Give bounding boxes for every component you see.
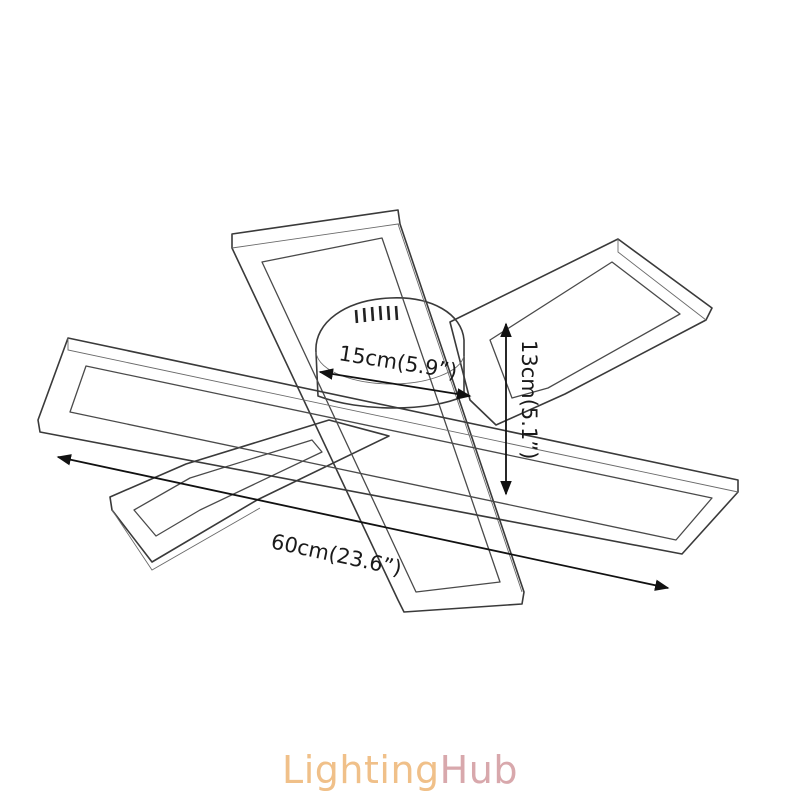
frame-arm-upper-right [449,238,713,426]
brand-watermark: LightingHub [0,748,800,792]
width-label: 60cm(23.6”) [269,529,404,580]
watermark-part-2: Hub [439,748,518,792]
dimension-height: 13cm(5.1”) [500,322,541,496]
dimension-base-diameter: 15cm(5.9”) [318,341,472,400]
height-label: 13cm(5.1”) [517,340,541,459]
watermark-part-1: Lighting [282,748,440,792]
dimension-width: 60cm(23.6”) [56,454,670,591]
vent-slots [354,305,399,324]
